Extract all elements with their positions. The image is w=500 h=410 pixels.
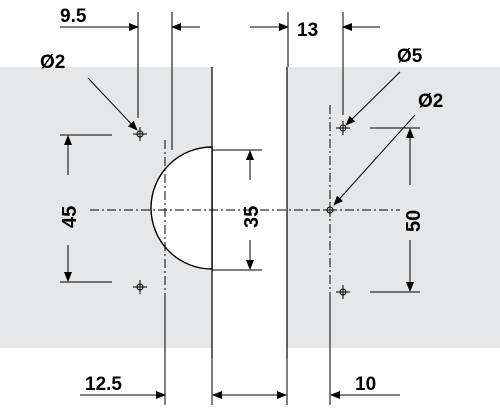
dim-bottom-gap	[212, 358, 288, 405]
label-hole-middle-right: Ø2	[418, 91, 443, 112]
dim-center-vertical	[212, 149, 262, 271]
dim-label-right-vertical: 50	[403, 210, 425, 232]
dim-right-vertical	[370, 127, 420, 293]
dim-label-top-right: 13	[297, 20, 318, 41]
dim-top-right	[250, 12, 380, 115]
dim-label-bottom-right: 10	[355, 374, 376, 395]
hinge-cup	[150, 146, 213, 270]
label-hole-top-right: Ø5	[397, 46, 423, 67]
dim-label-left-vertical: 45	[59, 206, 81, 228]
hole-bottom-right-icon	[336, 285, 350, 299]
leader-hole-middle-right	[333, 114, 416, 206]
dim-bottom-right	[329, 300, 400, 405]
label-hole-top-left: Ø2	[40, 52, 65, 73]
leader-hole-top-left	[87, 77, 138, 131]
hole-top-left-icon	[133, 127, 147, 141]
dim-left-vertical	[60, 134, 112, 283]
hole-middle-right-icon	[323, 203, 337, 217]
hole-bottom-left-icon	[133, 280, 147, 294]
dim-top-left	[60, 12, 200, 150]
dim-label-bottom-left: 12.5	[85, 374, 122, 395]
leader-hole-top-right	[345, 71, 401, 126]
hole-top-right-icon	[336, 121, 350, 135]
door-gap	[212, 67, 287, 348]
dim-label-top-left: 9.5	[60, 6, 87, 27]
dim-label-center-vertical: 35	[241, 206, 263, 228]
